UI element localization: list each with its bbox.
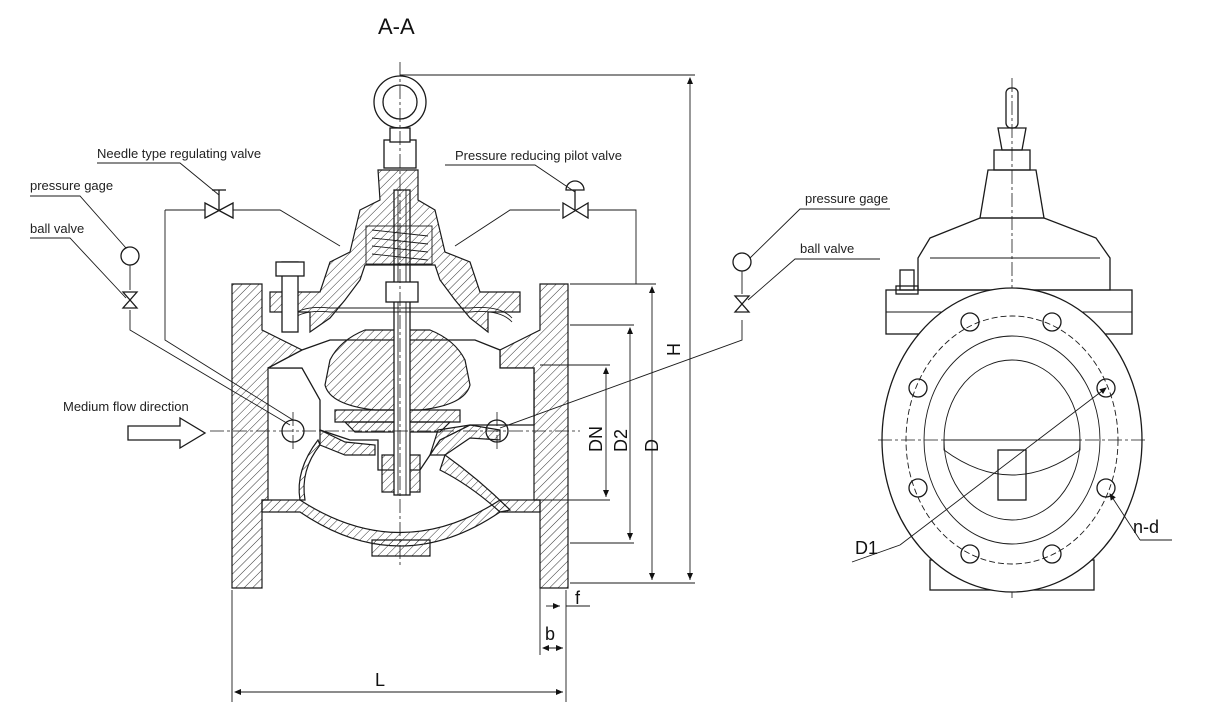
leader-ball-left: [30, 237, 127, 299]
dim-nd-label: n-d: [1133, 517, 1159, 537]
pipe-top-right: [454, 209, 560, 247]
seat-right: [429, 424, 501, 456]
label-ball-valve-left: ball valve: [30, 221, 84, 236]
dim-f-label: f: [575, 588, 581, 608]
label-ball-valve-right: ball valve: [800, 241, 854, 256]
leader-gage-left: [30, 195, 127, 249]
label-needle-valve: Needle type regulating valve: [97, 146, 261, 161]
partition-wall-left: [298, 438, 321, 501]
label-pressure-gage-left: pressure gage: [30, 178, 113, 193]
end-lower-guide: [997, 449, 1027, 501]
label-pressure-gage-right: pressure gage: [805, 191, 888, 206]
dim-D1-line: [899, 387, 1107, 546]
label-flow-direction: Medium flow direction: [63, 399, 189, 414]
dim-DN-label: DN: [586, 426, 606, 452]
drain-boss: [371, 539, 431, 557]
section-view: H D D2 DN L b f Needle type regulating v…: [30, 62, 890, 702]
leader-pilot: [445, 164, 576, 193]
dim-H-label: H: [664, 343, 684, 356]
stem-nut: [385, 281, 419, 303]
section-title: A-A: [378, 14, 415, 39]
body-bottom: [261, 499, 541, 547]
end-bonnet: [917, 217, 1111, 291]
dim-b-label: b: [545, 624, 555, 644]
pipe-left-loop: [164, 210, 294, 421]
needle-valve-symbol: [204, 189, 234, 220]
label-pilot-valve: Pressure reducing pilot valve: [455, 148, 622, 163]
dim-D-label: D: [642, 439, 662, 452]
dim-nd-line: [1109, 493, 1141, 541]
bonnet: [269, 169, 521, 334]
left-pressure-gauge: [120, 246, 140, 309]
bolt-holes: [908, 312, 1116, 564]
right-pressure-gauge: [732, 252, 752, 313]
dim-D2-label: D2: [611, 429, 631, 452]
pipe-right-gauge: [499, 320, 743, 429]
flow-arrow: [127, 416, 207, 450]
end-view: D1 n-d: [851, 78, 1172, 600]
leader-needle: [97, 162, 220, 196]
end-disc-section: [943, 439, 1081, 476]
leader-ball-right: [747, 258, 880, 301]
leader-gage-right: [749, 208, 890, 259]
pipe-left-gauge: [129, 310, 291, 426]
partition-wall: [439, 454, 512, 513]
dim-L-label: L: [375, 670, 385, 690]
right-flange: [499, 283, 569, 589]
dim-D1-label: D1: [855, 538, 878, 558]
